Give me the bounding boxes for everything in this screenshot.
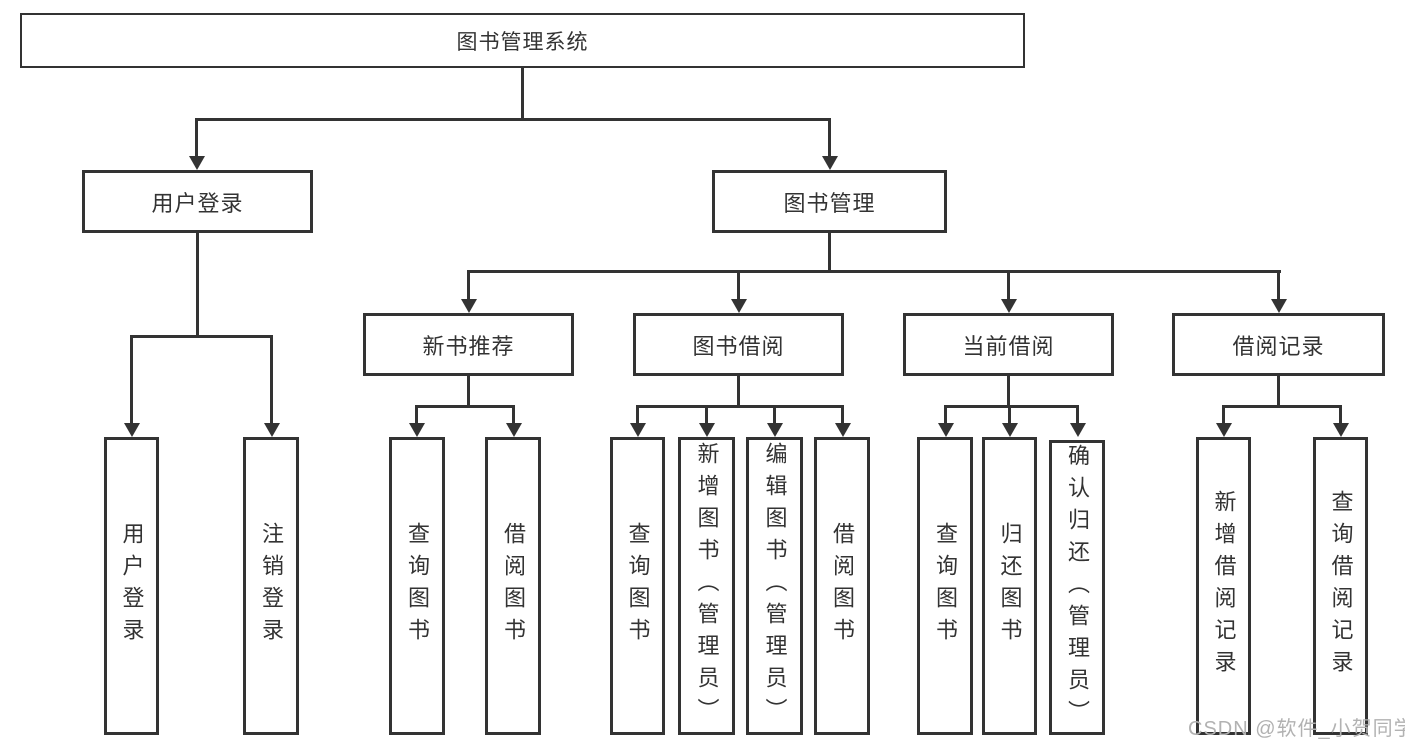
connector-borrow-records-stem (1277, 374, 1280, 405)
connector-drop-nbr-borrow (512, 405, 515, 423)
leaf-bb-query-book-label: 查询图书 (625, 522, 651, 650)
connector-drop-bb-add (705, 405, 708, 423)
node-book-management: 图书管理 (712, 170, 947, 233)
leaf-br-query-record-label: 查询借阅记录 (1328, 490, 1354, 682)
leaf-bb-add-book-admin-label: 新增图书（管理员） (694, 442, 720, 730)
arrowhead-book-borrow (731, 299, 747, 313)
arrowhead-br-query (1333, 423, 1349, 437)
connector-current-borrow-stem (1007, 374, 1010, 405)
arrowhead-book-mgmt (822, 156, 838, 170)
arrowhead-cb-confirm (1070, 423, 1086, 437)
connector-book-borrow-branch (636, 405, 844, 408)
leaf-bb-borrow-book: 借阅图书 (814, 437, 870, 735)
leaf-cb-return-book: 归还图书 (982, 437, 1037, 735)
leaf-bb-add-book-admin: 新增图书（管理员） (678, 437, 735, 735)
connector-book-borrow-stem (737, 374, 740, 405)
node-borrow-records: 借阅记录 (1172, 313, 1385, 376)
arrowhead-leaf-logout (264, 423, 280, 437)
leaf-cb-query-book-label: 查询图书 (933, 522, 958, 650)
connector-new-book-rec-branch (415, 405, 515, 408)
connector-drop-cb-return (1008, 405, 1011, 423)
leaf-bb-edit-book-admin-label: 编辑图书（管理员） (762, 442, 788, 730)
arrowhead-nbr-query (409, 423, 425, 437)
connector-drop-book-borrow (737, 270, 740, 299)
connector-drop-cb-query (944, 405, 947, 423)
connector-root-stem (521, 66, 524, 118)
leaf-nbr-borrow-book-label: 借阅图书 (501, 522, 526, 650)
connector-drop-new-book-rec (467, 270, 470, 299)
connector-drop-leaf-user-login (130, 335, 133, 423)
connector-drop-bb-query (636, 405, 639, 423)
node-new-book-recommend: 新书推荐 (363, 313, 574, 376)
arrowhead-bb-query (630, 423, 646, 437)
arrowhead-user-login (189, 156, 205, 170)
arrowhead-nbr-borrow (506, 423, 522, 437)
arrowhead-bb-borrow (835, 423, 851, 437)
arrowhead-leaf-user-login (124, 423, 140, 437)
connector-drop-br-query (1339, 405, 1342, 423)
connector-new-book-rec-stem (467, 374, 470, 405)
connector-drop-book-mgmt (828, 118, 831, 156)
node-user-login: 用户登录 (82, 170, 313, 233)
leaf-cb-query-book: 查询图书 (917, 437, 973, 735)
connector-drop-borrow-records (1277, 270, 1280, 299)
leaf-cb-confirm-return-admin-label: 确认归还（管理员） (1065, 443, 1090, 732)
connector-drop-bb-borrow (841, 405, 844, 423)
csdn-watermark: CSDN @软件_小贺同学 (1188, 718, 1405, 740)
leaf-nbr-borrow-book: 借阅图书 (485, 437, 541, 735)
leaf-bb-query-book: 查询图书 (610, 437, 665, 735)
leaf-bb-borrow-book-label: 借阅图书 (830, 522, 855, 650)
arrowhead-current-borrow (1001, 299, 1017, 313)
connector-drop-current-borrow (1007, 270, 1010, 299)
node-library-management-system: 图书管理系统 (20, 13, 1025, 68)
arrowhead-cb-return (1002, 423, 1018, 437)
connector-drop-user-login (195, 118, 198, 156)
leaf-user-login-label: 用户登录 (119, 522, 145, 650)
leaf-logout-login-label: 注销登录 (259, 522, 284, 650)
arrowhead-bb-edit (767, 423, 783, 437)
connector-current-borrow-branch (944, 405, 1078, 408)
leaf-cb-return-book-label: 归还图书 (997, 522, 1023, 650)
connector-drop-leaf-logout (270, 335, 273, 423)
connector-user-login-branch (130, 335, 273, 338)
node-book-borrow: 图书借阅 (633, 313, 844, 376)
leaf-user-login: 用户登录 (104, 437, 159, 735)
connector-drop-cb-confirm (1076, 405, 1079, 423)
leaf-nbr-query-book: 查询图书 (389, 437, 445, 735)
arrowhead-cb-query (938, 423, 954, 437)
arrowhead-bb-add (699, 423, 715, 437)
leaf-br-add-record: 新增借阅记录 (1196, 437, 1251, 735)
node-current-borrow: 当前借阅 (903, 313, 1114, 376)
connector-drop-bb-edit (773, 405, 776, 423)
connector-drop-nbr-query (415, 405, 418, 423)
connector-book-mgmt-stem (828, 231, 831, 272)
arrowhead-new-book-rec (461, 299, 477, 313)
connector-borrow-records-branch (1222, 405, 1341, 408)
leaf-br-add-record-label: 新增借阅记录 (1211, 490, 1237, 682)
connector-root-branch (195, 118, 831, 121)
leaf-logout-login: 注销登录 (243, 437, 299, 735)
leaf-nbr-query-book-label: 查询图书 (405, 522, 430, 650)
connector-drop-br-add (1222, 405, 1225, 423)
leaf-br-query-record: 查询借阅记录 (1313, 437, 1368, 735)
leaf-bb-edit-book-admin: 编辑图书（管理员） (746, 437, 803, 735)
connector-user-login-stem (196, 231, 199, 335)
arrowhead-br-add (1216, 423, 1232, 437)
leaf-cb-confirm-return-admin: 确认归还（管理员） (1049, 440, 1105, 735)
connector-book-mgmt-branch (467, 270, 1281, 273)
arrowhead-borrow-records (1271, 299, 1287, 313)
